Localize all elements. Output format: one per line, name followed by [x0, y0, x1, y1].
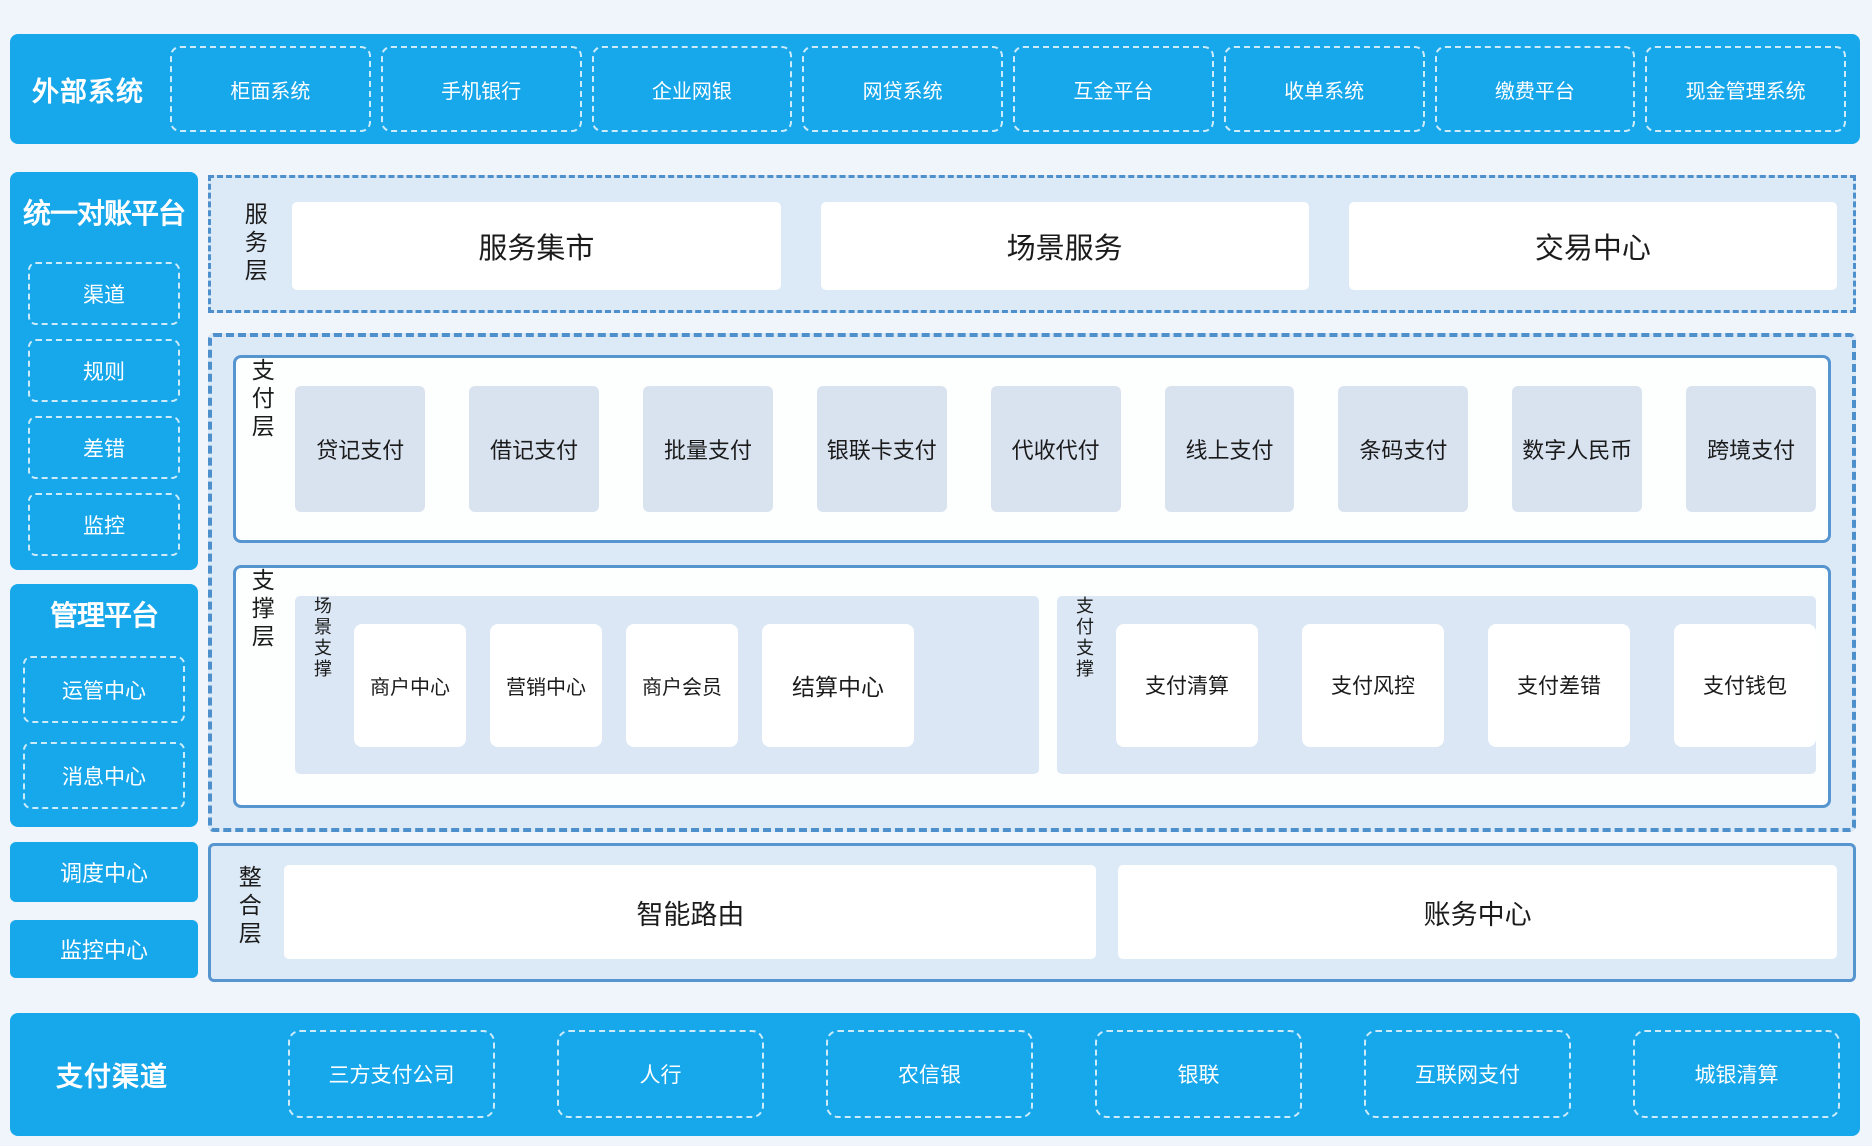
reconciliation-platform-title: 统一对账平台 — [22, 198, 186, 229]
service-item: 服务集市 — [292, 202, 781, 290]
payment-channel-item: 城银清算 — [1633, 1030, 1840, 1118]
payment-item: 贷记支付 — [295, 386, 426, 512]
payment-support-item: 支付差错 — [1488, 623, 1630, 747]
payment-support-group: 支付支撑 支付清算 支付风控 支付差错 支付钱包 — [1057, 596, 1816, 774]
payment-layer: 支付层 贷记支付 借记支付 批量支付 银联卡支付 代收代付 线上支付 条码支付 … — [233, 355, 1831, 543]
integration-item: 智能路由 — [284, 865, 1097, 959]
service-layer-items: 服务集市 场景服务 交易中心 — [292, 202, 1837, 290]
support-layer: 支撑层 场景支撑 商户中心 营销中心 商户会员 结算中心 支付支撑 支付清算 支… — [233, 565, 1831, 808]
payment-channels-title: 支付渠道 — [56, 1061, 168, 1092]
scene-support-item: 营销中心 — [489, 623, 602, 747]
payment-item: 银联卡支付 — [816, 386, 947, 512]
management-items: 运管中心 消息中心 — [10, 656, 198, 809]
scene-support-items: 商户中心 营销中心 商户会员 结算中心 — [332, 596, 1039, 774]
payment-item: 代收代付 — [990, 386, 1121, 512]
payment-channel-item: 三方支付公司 — [288, 1030, 495, 1118]
external-systems-bar: 外部系统 柜面系统 手机银行 企业网银 网贷系统 互金平台 收单系统 缴费平台 … — [10, 34, 1860, 144]
payment-item: 线上支付 — [1164, 386, 1295, 512]
payment-support-items: 支付清算 支付风控 支付差错 支付钱包 — [1094, 596, 1816, 774]
external-system-item: 柜面系统 — [170, 46, 371, 132]
external-system-item: 缴费平台 — [1434, 46, 1636, 132]
management-item: 运管中心 — [23, 656, 185, 723]
payment-channel-item: 农信银 — [826, 1030, 1033, 1118]
service-item: 场景服务 — [820, 202, 1309, 290]
payment-channels-bar: 支付渠道 三方支付公司 人行 农信银 银联 互联网支付 城银清算 — [10, 1013, 1860, 1136]
monitoring-center-block: 监控中心 — [10, 920, 198, 978]
service-item: 交易中心 — [1348, 202, 1837, 290]
external-system-item: 现金管理系统 — [1645, 46, 1846, 132]
payment-layer-label: 支付层 — [248, 358, 275, 442]
external-system-item: 网贷系统 — [802, 46, 1003, 132]
external-systems-title: 外部系统 — [32, 76, 144, 107]
external-system-item: 收单系统 — [1223, 46, 1425, 132]
external-systems-items: 柜面系统 手机银行 企业网银 网贷系统 互金平台 收单系统 缴费平台 现金管理系… — [170, 46, 1846, 132]
payment-support-label: 支付支撑 — [1074, 596, 1094, 680]
payment-item: 借记支付 — [469, 386, 600, 512]
integration-layer-label: 整合层 — [235, 865, 262, 949]
payment-item: 批量支付 — [643, 386, 773, 512]
scene-support-label: 场景支撑 — [311, 596, 332, 680]
payment-channel-item: 人行 — [557, 1030, 764, 1118]
integration-layer-items: 智能路由 账务中心 — [284, 865, 1837, 959]
reconciliation-item: 渠道 — [28, 262, 180, 325]
scene-support-item: 商户会员 — [625, 623, 738, 747]
payment-layer-items: 贷记支付 借记支付 批量支付 银联卡支付 代收代付 线上支付 条码支付 数字人民… — [273, 358, 1828, 540]
integration-layer: 整合层 智能路由 账务中心 — [208, 843, 1856, 982]
reconciliation-item: 规则 — [28, 339, 180, 402]
external-system-item: 互金平台 — [1013, 46, 1214, 132]
integration-item: 账务中心 — [1118, 865, 1837, 959]
payment-support-item: 支付清算 — [1116, 623, 1258, 747]
reconciliation-item: 监控 — [28, 493, 180, 556]
service-layer: 服务层 服务集市 场景服务 交易中心 — [208, 175, 1856, 313]
reconciliation-items: 渠道 规则 差错 监控 — [10, 262, 198, 556]
payment-item: 数字人民币 — [1512, 386, 1643, 512]
payment-item: 跨境支付 — [1686, 386, 1817, 512]
scene-support-group: 场景支撑 商户中心 营销中心 商户会员 结算中心 — [295, 596, 1040, 774]
payment-channel-item: 银联 — [1095, 1030, 1302, 1118]
payment-channel-item: 互联网支付 — [1364, 1030, 1571, 1118]
payment-support-container: 支付层 贷记支付 借记支付 批量支付 银联卡支付 代收代付 线上支付 条码支付 … — [208, 333, 1856, 832]
support-layer-groups: 场景支撑 商户中心 营销中心 商户会员 结算中心 支付支撑 支付清算 支付风控 … — [273, 568, 1816, 805]
service-layer-label: 服务层 — [241, 202, 268, 286]
scene-support-item: 商户中心 — [353, 623, 466, 747]
management-platform-title: 管理平台 — [49, 600, 159, 631]
payment-channels-items: 三方支付公司 人行 农信银 银联 互联网支付 城银清算 — [288, 1030, 1840, 1118]
payment-item: 条码支付 — [1338, 386, 1469, 512]
reconciliation-item: 差错 — [28, 416, 180, 479]
management-platform-block: 管理平台 运管中心 消息中心 — [10, 584, 198, 827]
payment-support-item: 支付钱包 — [1674, 623, 1816, 747]
external-system-item: 手机银行 — [380, 46, 582, 132]
management-item: 消息中心 — [23, 742, 185, 809]
payment-support-item: 支付风控 — [1302, 623, 1444, 747]
scene-support-item: 结算中心 — [761, 623, 914, 747]
reconciliation-platform-block: 统一对账平台 渠道 规则 差错 监控 — [10, 172, 198, 570]
scheduling-center-block: 调度中心 — [10, 842, 198, 902]
support-layer-label: 支撑层 — [248, 568, 275, 652]
external-system-item: 企业网银 — [591, 46, 793, 132]
